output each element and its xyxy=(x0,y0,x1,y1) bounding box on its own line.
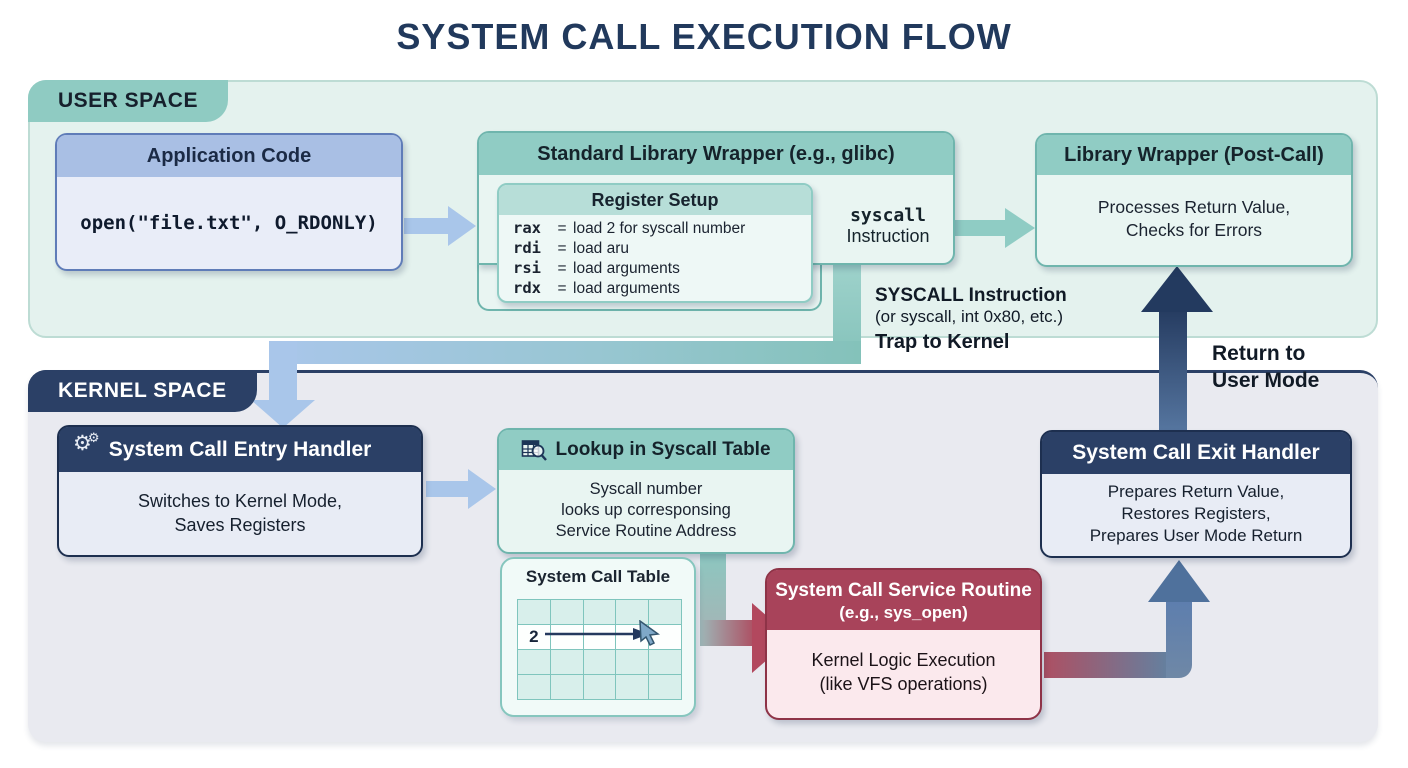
syscall-trap-annotation: SYSCALL Instruction (or syscall, int 0x8… xyxy=(875,285,1067,354)
equals-sign: = xyxy=(557,280,567,297)
syscall-table-cell xyxy=(649,675,682,700)
service-to-exit-arrow-head xyxy=(1148,560,1210,602)
cursor-icon xyxy=(639,620,660,646)
post-call-wrapper-box: Library Wrapper (Post-Call) Processes Re… xyxy=(1035,133,1353,267)
post-call-wrapper-header: Library Wrapper (Post-Call) xyxy=(1037,135,1351,175)
syscall-table-cell xyxy=(583,625,617,650)
return-arrow-head xyxy=(1141,266,1213,312)
entry-handler-body-line: Switches to Kernel Mode, xyxy=(137,491,343,511)
application-code-header: Application Code xyxy=(57,135,401,177)
syscall-variants-label: (or syscall, int 0x80, etc.) xyxy=(875,307,1064,326)
register-description: load 2 for syscall number xyxy=(573,220,746,237)
register-setup-box: Register Setup rax = load 2 for syscall … xyxy=(497,183,813,303)
syscall-table-cell xyxy=(649,650,682,675)
syscall-instruction-label: SYSCALL Instruction xyxy=(875,285,1067,306)
service-routine-title-line: System Call Service Routine xyxy=(775,580,1032,601)
syscall-table-cell xyxy=(550,675,584,700)
trap-to-kernel-label: Trap to Kernel xyxy=(875,331,1010,353)
syscall-table-grid: 2 xyxy=(517,599,682,700)
entry-handler-title: System Call Entry Handler xyxy=(108,437,372,461)
user-space-tab: USER SPACE xyxy=(28,80,228,122)
table-search-icon xyxy=(522,440,548,461)
syscall-table-cell xyxy=(616,675,650,700)
syscall-table-cell xyxy=(583,600,617,625)
arrow-wrapper-to-postcall xyxy=(953,208,1035,248)
register-row: rdi = load aru xyxy=(513,239,799,259)
lookup-body-line: Syscall number xyxy=(589,479,703,498)
syscall-table-cell xyxy=(616,650,650,675)
syscall-table-cell xyxy=(583,675,617,700)
register-row: rsi = load arguments xyxy=(513,259,799,279)
syscall-table-cell xyxy=(616,600,650,625)
table-lookup-arrow xyxy=(545,628,649,640)
syscall-table-cell xyxy=(518,675,551,700)
trap-arrow-down-stem xyxy=(269,341,297,402)
register-description: load arguments xyxy=(573,280,680,297)
exit-handler-title: System Call Exit Handler xyxy=(1072,441,1320,464)
equals-sign: = xyxy=(557,260,567,277)
service-to-exit-vertical-band xyxy=(1166,600,1192,678)
service-to-exit-horizontal-band xyxy=(1044,652,1168,678)
return-label-line: Return to xyxy=(1212,342,1306,365)
syscall-table-cell xyxy=(550,600,584,625)
exit-handler-body-line: Prepares Return Value, xyxy=(1107,482,1285,501)
syscall-table-cell xyxy=(550,650,584,675)
register-name: rax xyxy=(513,219,541,237)
return-arrow-stem xyxy=(1159,308,1187,430)
library-wrapper-header: Standard Library Wrapper (e.g., glibc) xyxy=(479,133,953,175)
return-to-user-annotation: Return to User Mode xyxy=(1212,340,1319,394)
service-routine-body-line: (like VFS operations) xyxy=(819,674,988,694)
syscall-table-cell xyxy=(518,600,551,625)
application-code-box: Application Code open("file.txt", O_RDON… xyxy=(55,133,403,271)
lookup-title: Lookup in Syscall Table xyxy=(555,439,771,460)
lookup-body-line: Service Routine Address xyxy=(555,521,737,540)
arrow-appcode-to-wrapper xyxy=(404,206,476,246)
lookup-box: Lookup in Syscall Table Syscall number l… xyxy=(497,428,795,554)
post-call-body-line: Processes Return Value, xyxy=(1097,197,1291,217)
register-name: rdi xyxy=(513,239,541,257)
syscall-note-line2: Instruction xyxy=(846,226,930,246)
entry-handler-box: ⚙⚙ System Call Entry Handler Switches to… xyxy=(57,425,423,557)
page-title: SYSTEM CALL EXECUTION FLOW xyxy=(396,16,1012,57)
lookup-body-line: looks up corresponsing xyxy=(561,500,731,519)
equals-sign: = xyxy=(557,240,567,257)
syscall-table-cell xyxy=(550,625,584,650)
register-description: load arguments xyxy=(573,260,680,277)
equals-sign: = xyxy=(557,220,567,237)
exit-handler-body-line: Prepares User Mode Return xyxy=(1089,526,1303,545)
register-description: load aru xyxy=(573,240,630,257)
trap-arrow-horizontal-band xyxy=(269,341,861,364)
syscall-table-cell xyxy=(649,625,682,650)
gears-icon: ⚙⚙ xyxy=(73,431,100,455)
syscall-instruction-note: syscall Instruction xyxy=(829,205,947,247)
arrow-entry-to-lookup xyxy=(426,469,496,509)
return-label-line: User Mode xyxy=(1212,369,1320,392)
service-routine-title-line: (e.g., sys_open) xyxy=(839,603,968,622)
service-routine-body-line: Kernel Logic Execution xyxy=(811,650,996,670)
syscall-note-line1: syscall xyxy=(850,205,926,226)
kernel-space-tab: KERNEL SPACE xyxy=(28,370,257,412)
syscall-table-cell xyxy=(583,650,617,675)
syscall-table-cell xyxy=(518,650,551,675)
register-name: rsi xyxy=(513,259,541,277)
register-row: rdx = load arguments xyxy=(513,279,799,299)
syscall-table-cell: 2 xyxy=(518,625,551,650)
register-row: rax = load 2 for syscall number xyxy=(513,219,799,239)
lookup-to-service-horizontal-band xyxy=(700,620,754,646)
syscall-table-box: System Call Table 2 xyxy=(500,557,696,717)
syscall-table-cell xyxy=(649,600,682,625)
register-setup-header: Register Setup xyxy=(499,185,811,215)
post-call-body-line: Checks for Errors xyxy=(1125,220,1263,240)
exit-handler-body-line: Restores Registers, xyxy=(1121,504,1271,523)
syscall-table-title: System Call Table xyxy=(525,567,671,586)
service-routine-box: System Call Service Routine (e.g., sys_o… xyxy=(765,568,1042,720)
entry-handler-body-line: Saves Registers xyxy=(174,515,306,535)
register-setup-rows: rax = load 2 for syscall number rdi = lo… xyxy=(499,215,811,299)
application-code-snippet: open("file.txt", O_RDONLY) xyxy=(80,212,378,234)
exit-handler-box: System Call Exit Handler Prepares Return… xyxy=(1040,430,1352,558)
register-name: rdx xyxy=(513,279,541,297)
trap-arrow-down-head xyxy=(251,400,315,428)
